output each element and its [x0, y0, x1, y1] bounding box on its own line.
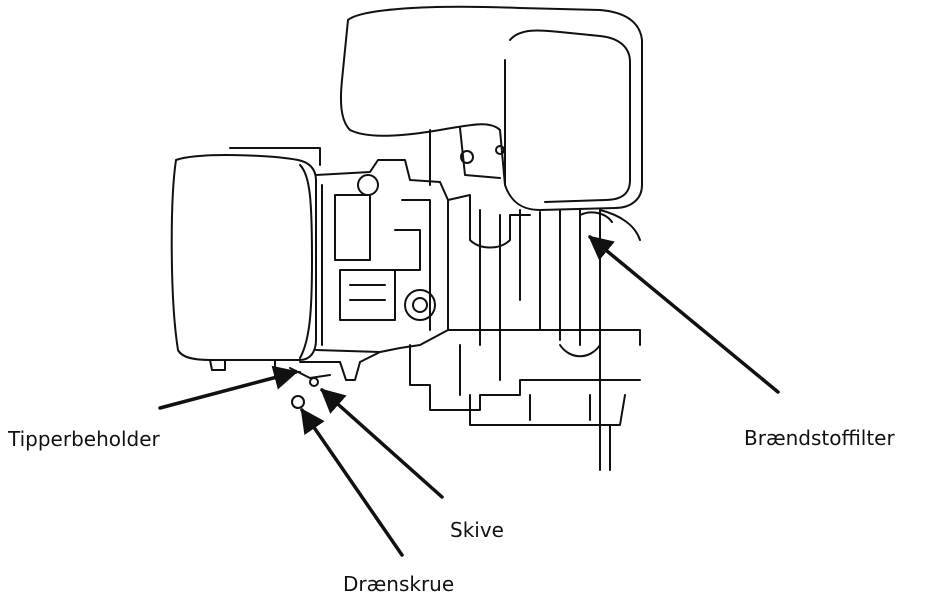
arrow-skive: [320, 388, 444, 499]
label-tipperbeholder: Tipperbeholder: [8, 427, 160, 451]
label-draenskrue: Drænskrue: [343, 572, 455, 596]
carburetor-assembly: [289, 159, 449, 381]
label-skive: Skive: [450, 518, 504, 542]
arrow-draenskrue: [300, 407, 404, 557]
arrow-tipperbeholder: [158, 365, 299, 410]
engine-top-housing: [340, 5, 643, 211]
drain-screw-detail: [291, 377, 319, 409]
engine-block: [409, 194, 641, 471]
air-filter-cover: [170, 147, 321, 373]
label-braendstoffilter: Brændstoffilter: [744, 426, 895, 450]
arrow-braendstoffilter: [588, 235, 780, 394]
